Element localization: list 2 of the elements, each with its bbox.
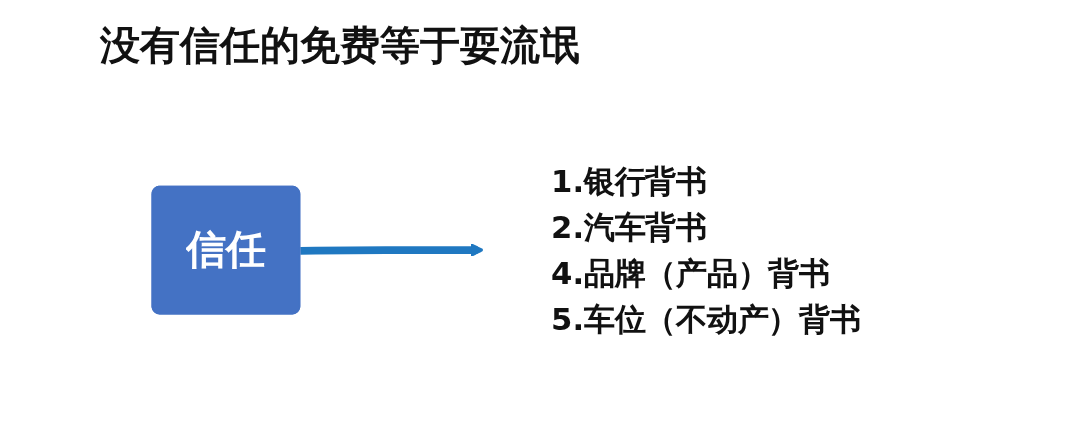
title: 没有信任的免费等于耍流氓 — [100, 21, 580, 70]
node-text: 1.银行背书 2.汽车背书 4.品牌（产品）背书 5.车位（不动产）背书 — [551, 162, 861, 338]
